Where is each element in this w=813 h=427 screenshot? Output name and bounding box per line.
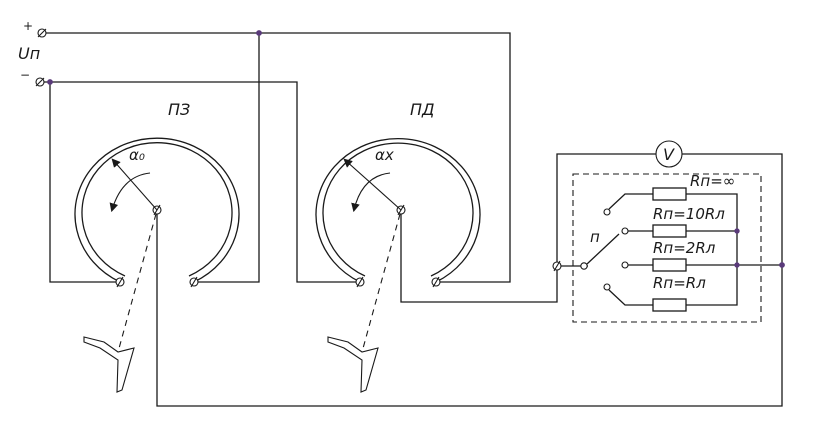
pointer-weight	[83, 336, 135, 393]
terminal-circle-icon[interactable]	[552, 260, 562, 272]
junction-dot	[47, 79, 53, 85]
measuring-wiring	[156, 153, 785, 407]
voltmeter-label: V	[663, 145, 675, 164]
terminal-circle-icon	[115, 276, 125, 288]
gauge-left: ПЗ α₀	[74, 100, 240, 393]
supply-wiring: + − Uп	[18, 19, 511, 283]
gauge-right-label: ПД	[410, 100, 435, 119]
resistor-inf	[652, 187, 687, 201]
pointer-weight	[327, 336, 379, 393]
junction-dot	[734, 228, 740, 234]
resistor-1	[652, 298, 687, 312]
resistor-1-label: Rп=Rл	[653, 274, 706, 292]
terminal-circle-icon[interactable]	[35, 77, 45, 87]
terminal-circle-icon	[431, 276, 441, 288]
resistor-2	[652, 258, 687, 272]
angle-right-label: αх	[375, 146, 394, 164]
gauge-right: ПД αх	[315, 100, 481, 393]
voltmeter-icon[interactable]: V	[655, 140, 683, 168]
resistor-inf-label: Rп=∞	[690, 172, 735, 190]
terminal-circle-icon	[580, 262, 588, 270]
resistor-switch-box: п Rп=∞ Rп=10Rл Rп=2Rл Rп=Rл	[552, 172, 762, 323]
junction-dot	[734, 262, 740, 268]
terminal-circle-icon	[189, 276, 199, 288]
supply-label: Uп	[18, 44, 40, 63]
switch-contact[interactable]	[603, 283, 611, 291]
terminal-circle-icon	[355, 276, 365, 288]
junction-dot	[779, 262, 785, 268]
switch-contact[interactable]	[621, 261, 629, 269]
terminal-circle-icon[interactable]	[37, 28, 47, 38]
gauge-left-label: ПЗ	[168, 100, 190, 119]
junction-dot	[256, 30, 262, 36]
switch-contact[interactable]	[603, 208, 611, 216]
resistor-10-label: Rп=10Rл	[653, 205, 725, 223]
angle-left-label: α₀	[129, 146, 145, 164]
resistor-2-label: Rп=2Rл	[653, 239, 716, 257]
minus-label: −	[20, 68, 30, 82]
switch-blade[interactable]	[586, 233, 620, 265]
switch-label: п	[590, 228, 600, 246]
plus-label: +	[23, 19, 33, 33]
switch-contact[interactable]	[621, 227, 629, 235]
resistor-10	[652, 224, 687, 238]
